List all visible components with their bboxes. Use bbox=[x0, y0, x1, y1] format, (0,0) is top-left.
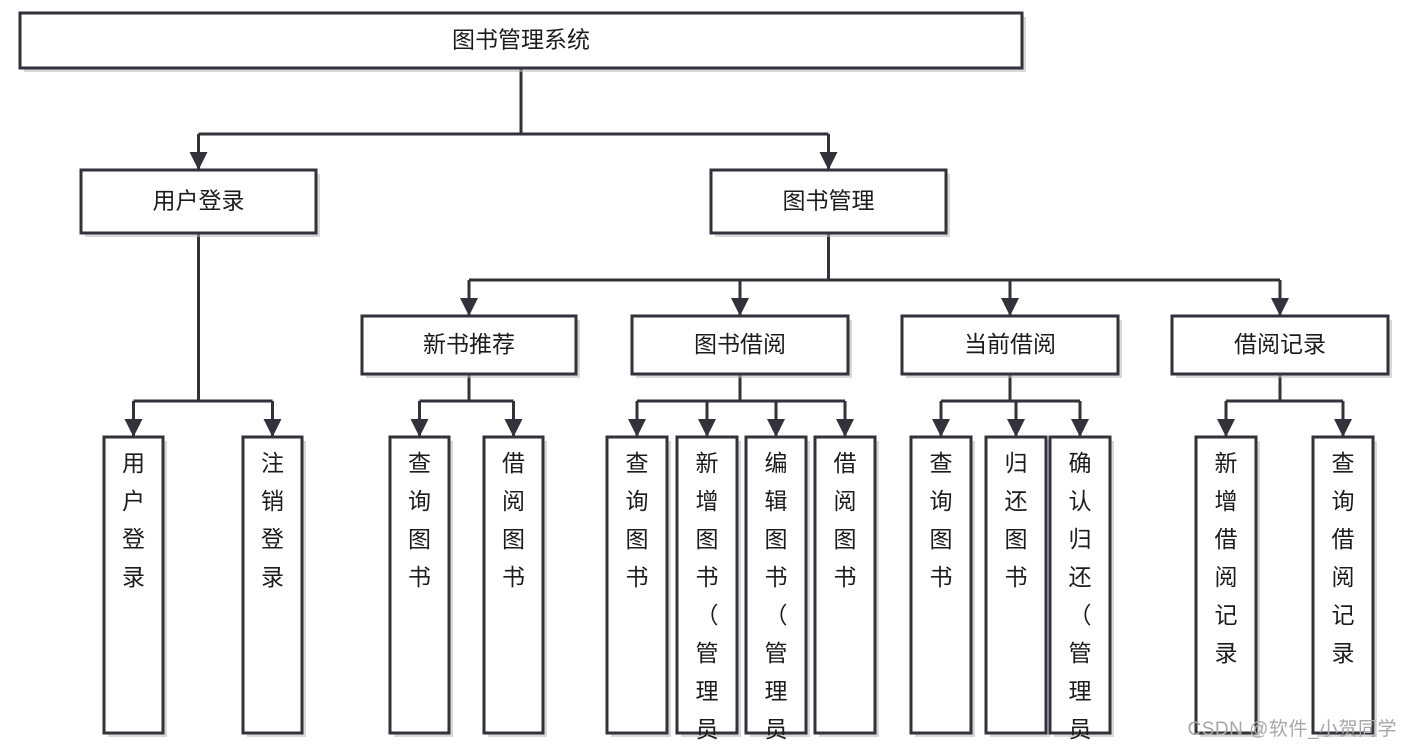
node-box[interactable] bbox=[813, 435, 877, 735]
node-leaf-return-book[interactable]: 归还图书 bbox=[984, 435, 1050, 737]
node-box[interactable] bbox=[1194, 435, 1258, 735]
node-box[interactable] bbox=[605, 435, 669, 735]
node-user-login[interactable]: 用户登录 bbox=[79, 168, 320, 237]
node-root[interactable]: 图书管理系统 bbox=[18, 11, 1026, 72]
node-label: 借阅图书 bbox=[834, 450, 857, 590]
node-box[interactable] bbox=[984, 435, 1048, 735]
edge-group-book-borrow bbox=[628, 374, 854, 437]
node-label: 图书管理系统 bbox=[452, 27, 590, 53]
node-book-borrow[interactable]: 图书借阅 bbox=[630, 314, 852, 378]
node-box[interactable] bbox=[630, 314, 850, 376]
edge-group-current-borrow bbox=[932, 374, 1089, 437]
arrow-head bbox=[1007, 419, 1025, 437]
arrow-head bbox=[263, 419, 282, 437]
node-box[interactable] bbox=[18, 11, 1024, 70]
edge-group-root bbox=[189, 68, 838, 170]
node-label: 借阅记录 bbox=[1234, 331, 1326, 357]
arrow-head bbox=[1001, 298, 1019, 316]
arrow-head bbox=[836, 419, 854, 437]
node-label: 新增图书（管理员） bbox=[696, 450, 719, 747]
node-leaf-query-borrow-record[interactable]: 查询借阅记录 bbox=[1311, 435, 1377, 737]
arrow-head bbox=[504, 419, 523, 437]
edge-group-borrow-record bbox=[1217, 374, 1352, 437]
node-label: 确认归还（管理员） bbox=[1069, 450, 1092, 747]
edges-layer bbox=[124, 68, 1352, 437]
node-box[interactable] bbox=[1048, 435, 1112, 735]
node-leaf-confirm-return[interactable]: 确认归还（管理员） bbox=[1048, 435, 1114, 747]
node-label: 图书管理 bbox=[783, 188, 875, 214]
node-label: 用户登录 bbox=[122, 450, 145, 590]
node-label: 当前借阅 bbox=[964, 331, 1056, 357]
node-leaf-edit-book[interactable]: 编辑图书（管理员） bbox=[744, 435, 810, 747]
arrow-head bbox=[731, 298, 749, 316]
node-label: 归还图书 bbox=[1005, 450, 1028, 590]
node-borrow-record[interactable]: 借阅记录 bbox=[1170, 314, 1392, 378]
node-box[interactable] bbox=[675, 435, 739, 735]
edge-group-book-management bbox=[460, 233, 1289, 316]
node-leaf-query-book-2[interactable]: 查询图书 bbox=[605, 435, 671, 737]
node-box[interactable] bbox=[388, 435, 451, 735]
arrow-head bbox=[1334, 419, 1352, 437]
arrow-head bbox=[460, 298, 478, 316]
node-leaf-query-book-1[interactable]: 查询图书 bbox=[388, 435, 453, 737]
node-label: 新增借阅记录 bbox=[1215, 450, 1238, 666]
node-leaf-add-book[interactable]: 新增图书（管理员） bbox=[675, 435, 741, 747]
arrow-head bbox=[1217, 419, 1235, 437]
node-leaf-borrow-book-2[interactable]: 借阅图书 bbox=[813, 435, 879, 737]
node-box[interactable] bbox=[241, 435, 304, 735]
arrow-head bbox=[767, 419, 785, 437]
edge-group-user-login bbox=[124, 233, 282, 437]
node-box[interactable] bbox=[79, 168, 318, 235]
node-label: 图书借阅 bbox=[694, 331, 786, 357]
node-label: 新书推荐 bbox=[423, 331, 515, 357]
node-box[interactable] bbox=[482, 435, 545, 735]
node-box[interactable] bbox=[1170, 314, 1390, 376]
arrow-head bbox=[189, 152, 208, 170]
node-leaf-add-borrow-record[interactable]: 新增借阅记录 bbox=[1194, 435, 1260, 737]
node-label: 查询图书 bbox=[930, 450, 953, 590]
watermark-credit: CSDN @软件_小贺同学 bbox=[1187, 719, 1397, 740]
node-label: 注销登录 bbox=[261, 450, 284, 590]
arrow-head bbox=[698, 419, 716, 437]
nodes-layer: 图书管理系统用户登录图书管理新书推荐图书借阅当前借阅借阅记录用户登录注销登录查询… bbox=[18, 11, 1392, 747]
node-new-book-recommend[interactable]: 新书推荐 bbox=[360, 314, 580, 378]
arrow-head bbox=[628, 419, 646, 437]
node-box[interactable] bbox=[102, 435, 165, 735]
node-leaf-logout[interactable]: 注销登录 bbox=[241, 435, 306, 737]
node-current-borrow[interactable]: 当前借阅 bbox=[900, 314, 1122, 378]
node-box[interactable] bbox=[360, 314, 578, 376]
node-label: 查询图书 bbox=[626, 450, 649, 590]
node-label: 查询图书 bbox=[408, 450, 431, 590]
node-box[interactable] bbox=[900, 314, 1120, 376]
node-book-management[interactable]: 图书管理 bbox=[709, 168, 950, 237]
arrow-head bbox=[410, 419, 429, 437]
arrow-head bbox=[124, 419, 143, 437]
node-box[interactable] bbox=[1311, 435, 1375, 735]
node-label: 用户登录 bbox=[153, 188, 245, 214]
edge-group-new-book-recommend bbox=[410, 374, 523, 437]
node-label: 编辑图书（管理员） bbox=[765, 450, 788, 747]
node-leaf-query-book-3[interactable]: 查询图书 bbox=[909, 435, 975, 737]
node-box[interactable] bbox=[744, 435, 808, 735]
node-leaf-user-login[interactable]: 用户登录 bbox=[102, 435, 167, 737]
node-box[interactable] bbox=[709, 168, 948, 235]
arrow-head bbox=[1271, 298, 1289, 316]
arrow-head bbox=[819, 152, 838, 170]
arrow-head bbox=[932, 419, 950, 437]
node-label: 查询借阅记录 bbox=[1332, 450, 1355, 666]
node-label: 借阅图书 bbox=[502, 450, 525, 590]
node-box[interactable] bbox=[909, 435, 973, 735]
arrow-head bbox=[1071, 419, 1089, 437]
node-leaf-borrow-book-1[interactable]: 借阅图书 bbox=[482, 435, 547, 737]
